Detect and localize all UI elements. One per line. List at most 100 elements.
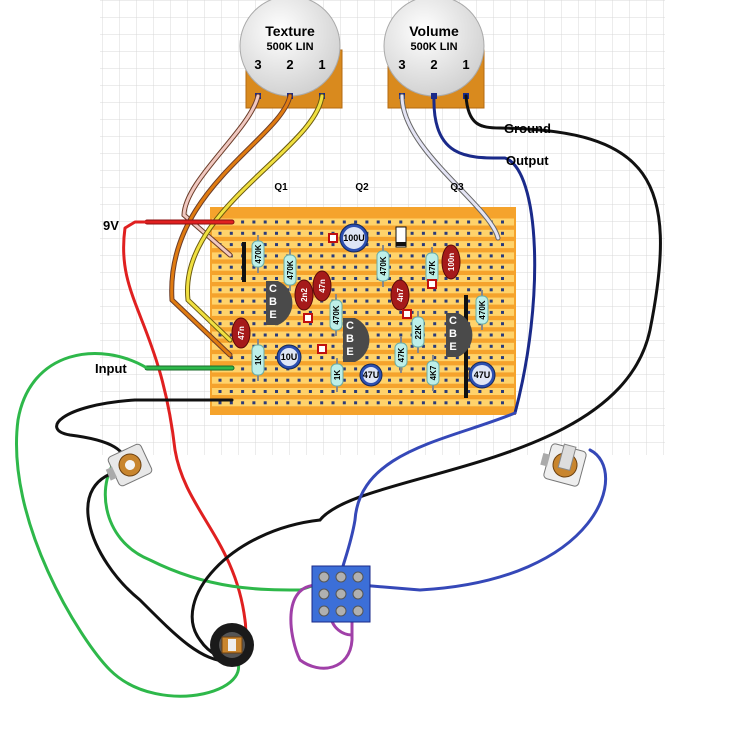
volume-pot[interactable]: Volume 500K LIN 3 2 1 bbox=[383, 0, 485, 109]
transistor-body bbox=[446, 313, 473, 357]
capacitor-value: 4n7 bbox=[396, 288, 405, 302]
board-hole bbox=[342, 378, 346, 382]
board-hole bbox=[308, 254, 312, 258]
board-hole bbox=[388, 277, 391, 280]
board-hole bbox=[467, 378, 471, 382]
board-hole bbox=[229, 299, 233, 303]
board-hole bbox=[421, 356, 425, 360]
board-hole bbox=[421, 378, 425, 382]
board-hole bbox=[297, 344, 301, 348]
texture-subtitle: 500K LIN bbox=[266, 41, 313, 53]
resistor-value: 470K bbox=[478, 300, 487, 319]
board-hole bbox=[376, 220, 380, 224]
board-hole bbox=[354, 288, 358, 292]
board-hole bbox=[263, 401, 267, 405]
capacitor-body bbox=[231, 317, 251, 349]
board-hole bbox=[354, 310, 358, 314]
board-hole bbox=[376, 333, 380, 337]
board-hole bbox=[467, 401, 471, 405]
board-hole bbox=[467, 277, 471, 280]
board-hole bbox=[444, 401, 448, 405]
board-hole bbox=[399, 390, 403, 393]
resistor-value: 4K7 bbox=[429, 365, 438, 380]
board-hole bbox=[388, 401, 391, 405]
resistor: 22K bbox=[411, 311, 425, 353]
board-hole bbox=[444, 277, 448, 280]
board-hole bbox=[410, 265, 414, 269]
board-hole bbox=[365, 390, 369, 393]
texture-pot[interactable]: Texture 500K LIN 3 2 1 bbox=[239, 0, 343, 109]
board-hole bbox=[388, 356, 391, 360]
board-hole bbox=[354, 367, 358, 371]
board-hole bbox=[286, 378, 290, 382]
board-hole bbox=[388, 378, 391, 382]
board-hole bbox=[297, 231, 301, 235]
board-hole bbox=[354, 378, 358, 382]
copper-strip bbox=[212, 399, 514, 407]
board-hole bbox=[388, 390, 391, 393]
transistor-pin-label: C bbox=[346, 320, 354, 332]
board-hole bbox=[252, 277, 256, 280]
capacitor-value: 47n bbox=[237, 326, 246, 340]
board-hole bbox=[342, 401, 346, 405]
board-hole bbox=[501, 265, 504, 269]
board-hole bbox=[489, 322, 493, 326]
board-hole bbox=[399, 265, 403, 269]
board-hole bbox=[308, 390, 312, 393]
board-hole bbox=[433, 344, 437, 348]
transistor-pin-label: C bbox=[269, 283, 277, 295]
electrolytic-capacitor: 47U bbox=[359, 363, 383, 387]
board-hole bbox=[455, 243, 459, 247]
film-capacitor: 2n2 bbox=[294, 279, 314, 311]
dc-power-jack-icon[interactable] bbox=[210, 623, 254, 667]
copper-strip bbox=[212, 297, 514, 305]
board-hole bbox=[444, 310, 448, 314]
board-hole bbox=[297, 378, 301, 382]
board-hole bbox=[252, 390, 256, 393]
board-hole bbox=[342, 277, 346, 280]
volume-pin-3: 3 bbox=[398, 57, 405, 72]
board-hole bbox=[489, 401, 493, 405]
texture-pin-2: 2 bbox=[286, 57, 293, 72]
transistor-pin-label: E bbox=[346, 346, 353, 358]
board-hole bbox=[478, 277, 482, 280]
board-hole bbox=[297, 310, 301, 314]
board-hole bbox=[263, 390, 267, 393]
board-hole bbox=[297, 367, 301, 371]
board-hole bbox=[501, 277, 504, 280]
power-label: 9V bbox=[103, 218, 119, 233]
board-hole bbox=[218, 333, 222, 337]
board-hole bbox=[421, 401, 425, 405]
board-hole bbox=[433, 288, 437, 292]
board-hole bbox=[467, 299, 471, 303]
mono-jack-icon[interactable] bbox=[537, 439, 587, 487]
board-hole bbox=[444, 220, 448, 224]
board-hole bbox=[218, 288, 222, 292]
board-hole bbox=[376, 401, 380, 405]
copper-strip bbox=[212, 286, 514, 294]
board-hole bbox=[365, 322, 369, 326]
board-hole bbox=[421, 265, 425, 269]
board-hole bbox=[331, 220, 335, 224]
board-hole bbox=[388, 310, 391, 314]
board-hole bbox=[478, 356, 482, 360]
resistor: 470K bbox=[329, 294, 343, 336]
board-hole bbox=[410, 378, 414, 382]
capacitor-body bbox=[390, 279, 410, 311]
board-hole bbox=[444, 299, 448, 303]
3pdt-footswitch-icon[interactable] bbox=[311, 565, 371, 623]
board-hole bbox=[467, 254, 471, 258]
board-hole bbox=[410, 401, 414, 405]
board-hole bbox=[433, 333, 437, 337]
board-hole bbox=[297, 401, 301, 405]
resistor-body bbox=[394, 342, 408, 368]
board-hole bbox=[308, 231, 312, 235]
board-hole bbox=[478, 288, 482, 292]
board-hole bbox=[421, 344, 425, 348]
resistor-body bbox=[411, 316, 425, 348]
board-hole bbox=[263, 277, 267, 280]
board-hole bbox=[365, 401, 369, 405]
board-hole bbox=[410, 299, 414, 303]
board-hole bbox=[275, 277, 278, 280]
mono-jack-icon[interactable] bbox=[101, 443, 153, 490]
